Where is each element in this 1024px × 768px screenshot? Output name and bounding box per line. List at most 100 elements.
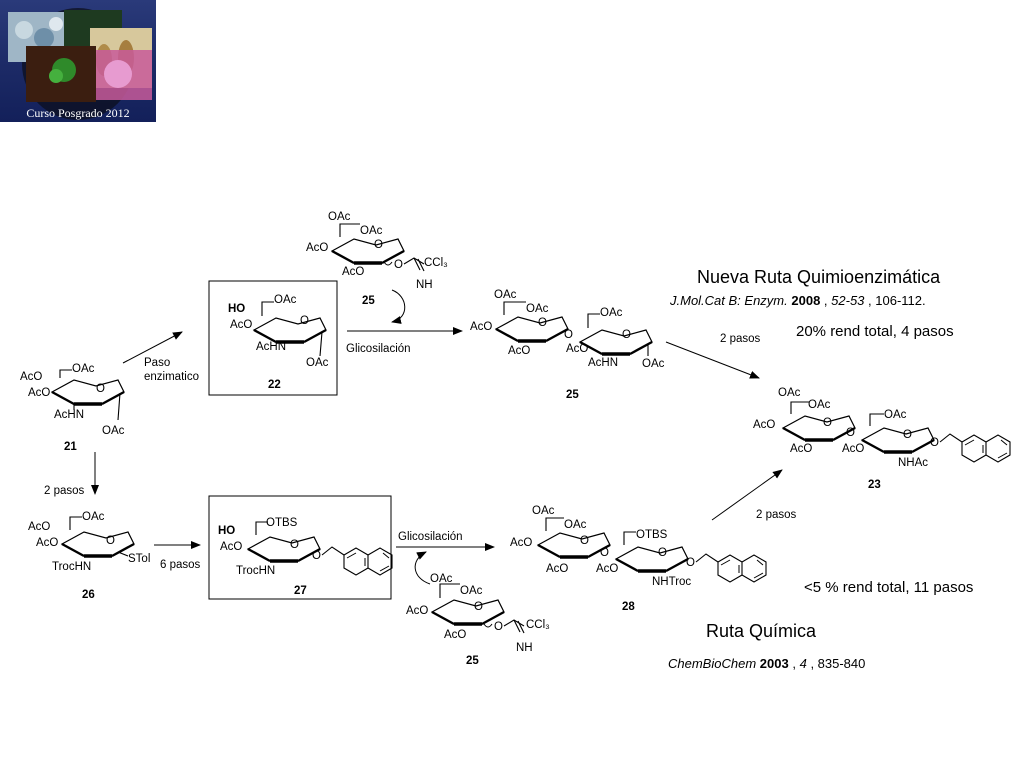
- group-achn: AcHN: [256, 341, 286, 353]
- group-nhtroc: NHTroc: [652, 576, 691, 588]
- group-otbs: OTBS: [266, 517, 298, 529]
- group-aco: AcO: [566, 343, 588, 355]
- compound-23: OAc OAc AcO O AcO O OAc O AcO NHAc O 23: [753, 387, 1011, 491]
- group-aco: AcO: [508, 345, 530, 357]
- compound-28: OAc OAc AcO O AcO O OTBS O AcO NHTroc O …: [510, 505, 767, 613]
- group-oac: OAc: [430, 573, 453, 585]
- box-compound-22: [208, 280, 338, 396]
- ring-oxygen: O: [823, 417, 832, 429]
- arrow-enzymatic: [122, 331, 183, 364]
- group-oac: OAc: [600, 307, 623, 319]
- group-o: O: [930, 437, 939, 449]
- label-2-pasos-left: 2 pasos: [44, 485, 85, 497]
- group-aco: AcO: [596, 563, 618, 575]
- heading-new-route: Nueva Ruta Quimioenzimática: [697, 267, 941, 287]
- compound-label-21: 21: [64, 441, 77, 453]
- group-oac: OAc: [274, 294, 297, 306]
- group-trochn: TrocHN: [236, 565, 275, 577]
- group-aco: AcO: [510, 537, 532, 549]
- compound-26: OAc AcO AcO O TrocHN STol 26: [28, 511, 150, 601]
- group-achn: AcHN: [588, 357, 618, 369]
- group-oac: OAc: [884, 409, 907, 421]
- group-oac: OAc: [494, 289, 517, 301]
- glycosidic-oxygen: O: [846, 427, 855, 439]
- group-aco: AcO: [220, 541, 242, 553]
- ring-oxygen: O: [290, 539, 299, 551]
- ring-oxygen: O: [96, 383, 105, 395]
- group-nh: NH: [516, 642, 533, 654]
- ring-oxygen: O: [474, 601, 483, 613]
- group-aco: AcO: [546, 563, 568, 575]
- group-oac: OAc: [526, 303, 549, 315]
- group-o: O: [686, 557, 695, 569]
- ring-oxygen: O: [538, 317, 547, 329]
- group-ho: HO: [218, 525, 235, 537]
- ring-oxygen: O: [300, 315, 309, 327]
- ring-oxygen: O: [658, 547, 667, 559]
- compound-27: OTBS HO AcO O TrocHN O 27: [218, 517, 393, 597]
- label-2-pasos-top: 2 pasos: [720, 333, 761, 345]
- group-aco: AcO: [306, 242, 328, 254]
- compound-25: OAc OAc AcO O AcO O OAc O AcO AcHN OAc 2…: [470, 289, 665, 401]
- group-aco: AcO: [36, 537, 58, 549]
- group-trochn: TrocHN: [52, 561, 91, 573]
- compound-24-bottom: OAc OAc AcO O AcO O CCl₃ NH 25: [406, 573, 550, 667]
- group-aco: AcO: [28, 521, 50, 533]
- group-oac: OAc: [564, 519, 587, 531]
- group-stol: STol: [128, 553, 150, 565]
- compound-label-24-bottom: 25: [466, 655, 479, 667]
- group-otbs: OTBS: [636, 529, 668, 541]
- group-aco: AcO: [28, 387, 50, 399]
- compound-label-27: 27: [294, 585, 307, 597]
- group-aco: AcO: [790, 443, 812, 455]
- group-aco: AcO: [406, 605, 428, 617]
- label-glicosilacion: Glicosilación: [346, 343, 411, 355]
- label-2-pasos-bottom: 2 pasos: [756, 509, 797, 521]
- group-ho: HO: [228, 303, 245, 315]
- reference-chem: ChemBioChem 2003 , 4 , 835-840: [668, 656, 865, 671]
- arrow-25-to-23: [665, 341, 760, 379]
- ring-oxygen: O: [903, 429, 912, 441]
- group-aco: AcO: [342, 266, 364, 278]
- group-ccl3: CCl₃: [424, 257, 448, 269]
- group-aco: AcO: [20, 371, 42, 383]
- glycosidic-oxygen: O: [564, 329, 573, 341]
- group-o: O: [394, 259, 403, 271]
- label-enzimatico: enzimatico: [144, 371, 199, 383]
- group-oac: OAc: [328, 211, 351, 223]
- group-achn: AcHN: [54, 409, 84, 421]
- group-oac: OAc: [72, 363, 95, 375]
- yield-new-route: 20% rend total, 4 pasos: [796, 323, 954, 340]
- group-oac: OAc: [360, 225, 383, 237]
- compound-label-23: 23: [868, 479, 881, 491]
- group-oac: OAc: [532, 505, 555, 517]
- compound-label-28: 28: [622, 601, 635, 613]
- group-oac: OAc: [82, 511, 105, 523]
- group-aco: AcO: [444, 629, 466, 641]
- ring-oxygen: O: [580, 535, 589, 547]
- arrow-28-to-23: [711, 469, 783, 521]
- reference-new: J.Mol.Cat B: Enzym. 2008 , 52-53 , 106-1…: [669, 293, 926, 308]
- group-aco: AcO: [470, 321, 492, 333]
- label-paso: Paso: [144, 357, 170, 369]
- group-ccl3: CCl₃: [526, 619, 550, 631]
- label-glicosilacion-bottom: Glicosilación: [398, 531, 463, 543]
- group-nhac: NHAc: [898, 457, 928, 469]
- group-oac: OAc: [306, 357, 329, 369]
- group-oac: OAc: [642, 358, 665, 370]
- group-oac: OAc: [808, 399, 831, 411]
- box-compound-27: [208, 495, 392, 600]
- heading-chemical-route: Ruta Química: [706, 621, 817, 641]
- yield-chemical-route: <5 % rend total, 11 pasos: [804, 579, 973, 596]
- ring-oxygen: O: [622, 329, 631, 341]
- compound-label-25-visible: 25: [566, 389, 579, 401]
- group-nh: NH: [416, 279, 433, 291]
- compound-label-24: 25: [362, 295, 375, 307]
- ring-oxygen: O: [106, 535, 115, 547]
- compound-21: OAc AcO AcO O AcHN OAc 21: [20, 363, 126, 453]
- compound-24-top: OAc OAc AcO O AcO O CCl₃ NH 25: [306, 211, 448, 307]
- group-aco: AcO: [753, 419, 775, 431]
- group-aco: AcO: [230, 319, 252, 331]
- group-aco: AcO: [842, 443, 864, 455]
- logo-caption: Curso Posgrado 2012: [26, 106, 130, 120]
